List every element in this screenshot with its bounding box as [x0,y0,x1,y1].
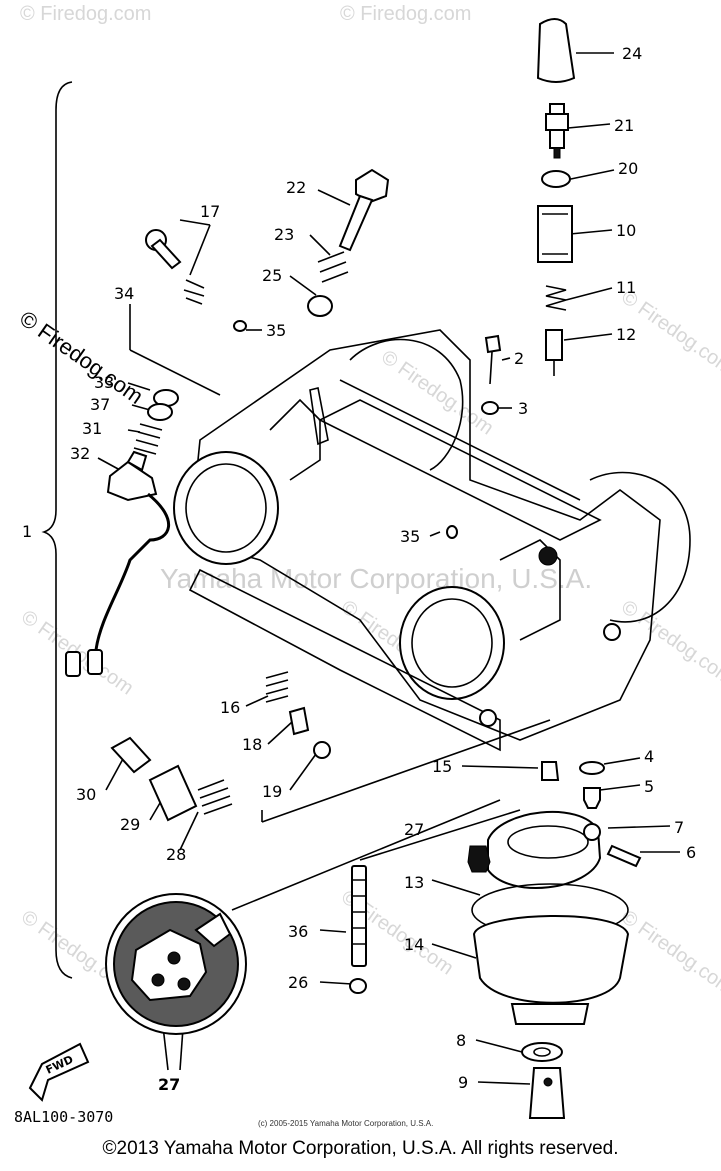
callout-1: 1 [22,522,32,541]
part-25-cap [307,295,333,317]
callout-24: 24 [622,44,642,63]
part-2-screw [484,334,502,354]
part-7-float [487,810,602,889]
callout-21: 21 [614,116,634,135]
callout-11: 11 [616,278,636,297]
callout-26: 26 [288,973,308,992]
carburetor-body [173,329,691,752]
part-16-spring [265,671,289,703]
part-19-ball [313,741,331,759]
part-27-drain-screw [467,845,491,873]
part-29-cylinder [148,764,198,822]
callout-18: 18 [242,735,262,754]
footer-copyright: ©2013 Yamaha Motor Corporation, U.S.A. A… [102,1138,619,1159]
part-23-spring [317,251,349,283]
callout-34: 34 [114,284,134,303]
part-21-valve [545,103,569,159]
callout-6: 6 [686,843,696,862]
part-18-pin [288,706,310,736]
callout-8: 8 [456,1031,466,1050]
part-17-screw [145,229,205,305]
callout-31: 31 [82,419,102,438]
part-10-cylinder [537,205,573,263]
callout-13: 13 [404,873,424,892]
callout-25: 25 [262,266,282,285]
part-14-float-bowl [472,915,630,1025]
callout-22: 22 [286,178,306,197]
callout-37: 37 [90,395,110,414]
callout-labels: 24 21 20 10 11 12 22 23 25 17 34 35 33 3… [22,44,696,1094]
callout-2: 2 [514,349,524,368]
part-26-cap [349,978,367,994]
watermark: © Firedog.com [20,3,151,25]
bowl-detail-view [105,893,247,1035]
assembly-bracket [41,81,73,979]
part-24-cap [536,18,576,83]
callout-14: 14 [404,935,424,954]
callout-7: 7 [674,818,684,837]
watermark: © Firedog.com [377,346,497,439]
callout-32: 32 [70,444,90,463]
callout-12: 12 [616,325,636,344]
fuel-hose [94,492,170,651]
callout-16: 16 [220,698,240,717]
part-33-37-31-32-group [106,389,179,502]
part-12-needle [545,329,563,361]
callout-33: 33 [94,373,114,392]
part-36-tube [351,865,367,967]
part-11-spring [545,285,567,311]
part-8-washer [521,1042,563,1062]
diagram-code: 8AL100-3070 [14,1108,113,1126]
fwd-arrow: FWD [28,1042,90,1102]
callout-35: 35 [266,321,286,340]
callout-29: 29 [120,815,140,834]
callout-3: 3 [518,399,528,418]
part-22-screw [338,168,390,252]
part-5-screw [583,787,601,809]
part-4-washer [579,761,605,775]
callout-5: 5 [644,777,654,796]
callout-17: 17 [200,202,220,221]
part-28-spring [197,779,233,815]
callout-27: 27 [404,820,424,839]
part-35-oring-b [446,525,458,539]
intake-ring-right [399,586,505,700]
callout-27b: 27 [158,1075,180,1094]
callout-28: 28 [166,845,186,864]
leader-lines [97,52,680,1085]
callout-35b: 35 [400,527,420,546]
part-30-cap [110,736,152,774]
part-6-pin [606,844,642,868]
small-copyright: (c) 2005-2015 Yamaha Motor Corporation, … [258,1119,433,1128]
firedog-watermark-dark: © Firedog.com [15,306,148,409]
watermark: © Firedog.com [617,906,721,999]
part-15-jet [541,761,560,781]
callout-36: 36 [288,922,308,941]
callout-20: 20 [618,159,638,178]
center-watermark: Yamaha Motor Corporation, U.S.A. [160,563,592,594]
watermark: © Firedog.com [340,3,471,25]
callout-15: 15 [432,757,452,776]
part-35-oring [233,320,247,332]
part-3-washer [481,401,499,415]
callout-19: 19 [262,782,282,801]
callout-4: 4 [644,747,654,766]
callout-30: 30 [76,785,96,804]
part-20-washer [541,170,571,188]
intake-ring-left [173,451,279,565]
callout-9: 9 [458,1073,468,1092]
part-9-drain-plug [528,1067,566,1119]
callout-23: 23 [274,225,294,244]
callout-10: 10 [616,221,636,240]
hose-clips [65,649,103,677]
